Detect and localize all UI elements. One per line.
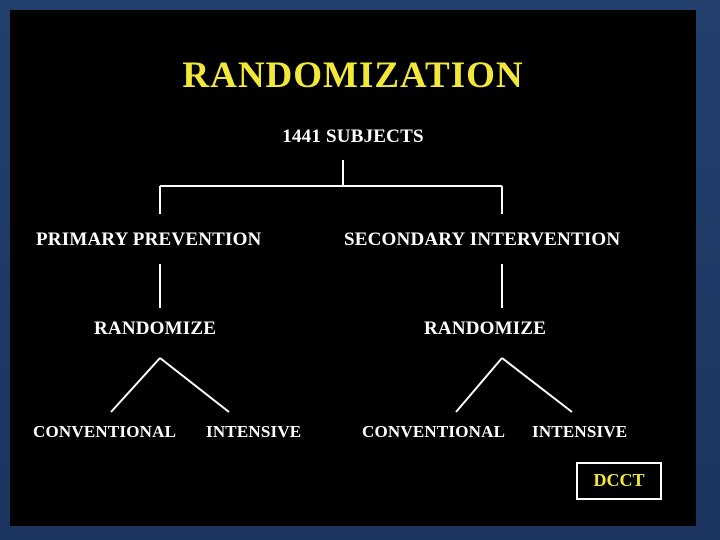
randomize-node-primary: RANDOMIZE: [94, 318, 217, 339]
randomize-node-secondary: RANDOMIZE: [424, 318, 547, 339]
connector-right-rand-to-intensive: [501, 357, 573, 413]
slide: RANDOMIZATION 1441 SUBJECTS PRIMARY PREV…: [10, 10, 696, 526]
dcct-badge: DCCT: [576, 462, 662, 500]
branch-node-primary: PRIMARY PREVENTION: [36, 229, 262, 250]
connector-left-rand-to-conventional: [110, 357, 161, 413]
leaf-secondary-intensive: INTENSIVE: [532, 422, 628, 441]
leaf-primary-intensive: INTENSIVE: [206, 422, 302, 441]
root-node: 1441 SUBJECTS: [282, 126, 424, 147]
badge-label: DCCT: [593, 470, 645, 490]
branch-node-secondary: SECONDARY INTERVENTION: [344, 229, 621, 250]
connector-right-rand-to-conventional: [455, 357, 503, 413]
connector-left-rand-to-intensive: [159, 357, 230, 413]
diagram-title: RANDOMIZATION: [182, 55, 524, 96]
leaf-primary-conventional: CONVENTIONAL: [33, 422, 177, 441]
connector-lines: [110, 160, 573, 413]
leaf-secondary-conventional: CONVENTIONAL: [362, 422, 506, 441]
